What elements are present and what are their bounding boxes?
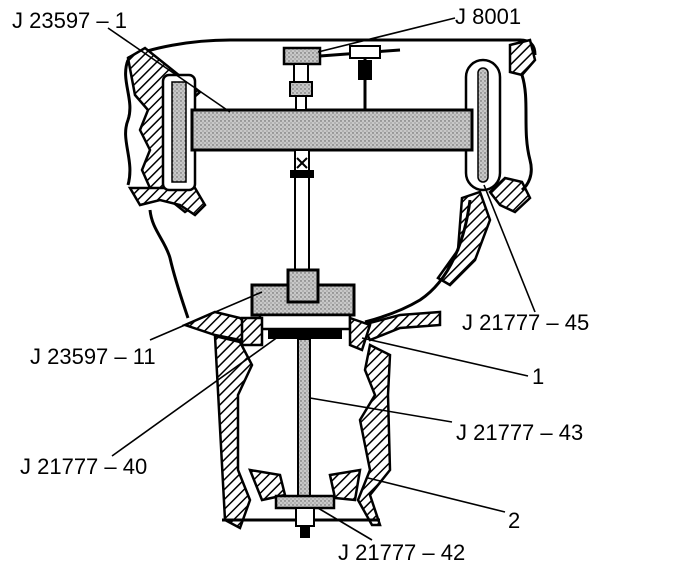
center-threaded-rod (290, 149, 314, 281)
leader-j21777-40 (111, 333, 283, 457)
label-j23597-11: J 23597 – 11 (30, 344, 156, 369)
housing-left-flange (127, 186, 207, 217)
label-j8001: J 8001 (455, 4, 521, 29)
leader-j21777-43 (309, 397, 453, 423)
label-2: 2 (508, 508, 520, 533)
leader-j8001 (317, 17, 456, 53)
leader-1 (361, 337, 529, 377)
label-j23597-1: J 23597 – 1 (12, 8, 127, 33)
label-j21777-42: J 21777 – 42 (338, 540, 465, 565)
j21777-42-washer (274, 494, 336, 538)
leader-2 (367, 477, 506, 513)
label-j21777-43: J 21777 – 43 (456, 420, 583, 445)
label-1: 1 (532, 364, 544, 389)
j8001-adjuster (282, 45, 401, 111)
left-post (161, 73, 197, 192)
j23597-1-bridge-bar (190, 108, 474, 152)
label-j21777-40: J 21777 – 40 (20, 454, 147, 479)
label-j21777-45: J 21777 – 45 (462, 310, 589, 335)
leader-j23597-1 (107, 27, 231, 113)
leader-lines (107, 17, 536, 541)
leader-j21777-42 (317, 507, 373, 541)
housing-right-flange (488, 176, 532, 214)
lower-right-seat (328, 468, 362, 502)
lower-housing-left-wall (213, 334, 254, 530)
j21777-40-adapter (240, 313, 372, 352)
j23597-11-plate (250, 268, 356, 317)
lower-housing-right-wall (356, 343, 392, 527)
leader-j23597-11 (149, 291, 263, 341)
housing-right-wall (508, 38, 537, 77)
j21777-43-rod (297, 338, 311, 500)
leader-j21777-45 (483, 184, 536, 313)
